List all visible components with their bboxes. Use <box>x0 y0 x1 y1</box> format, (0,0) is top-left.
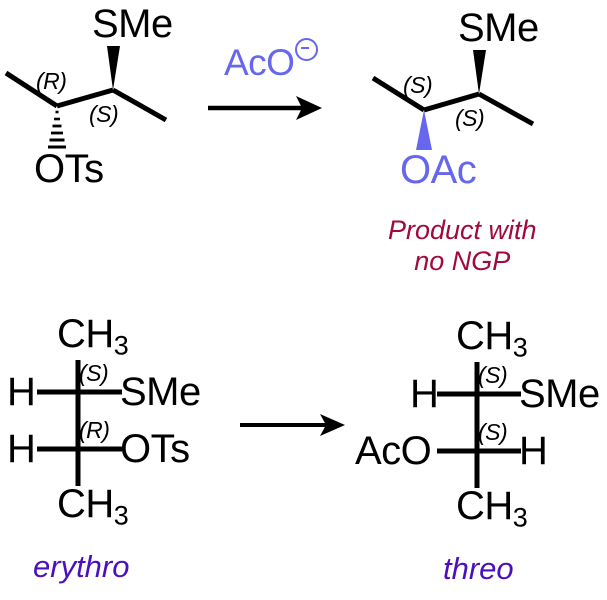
erythro-stereo-lower: (R) <box>79 417 110 443</box>
erythro-top-ch3: CH3 <box>57 312 129 361</box>
erythro-bottom-ch3: CH3 <box>57 482 129 531</box>
threo-top-ch3-sub: 3 <box>512 332 528 363</box>
reactant-ots-hash <box>48 110 66 149</box>
product-stereo-right: (S) <box>455 105 485 131</box>
threo-lower-left-aco: AcO <box>355 429 432 473</box>
product-sme-label: SMe <box>458 6 539 50</box>
threo-upper-left-h: H <box>410 372 439 416</box>
erythro-upper-right-sme: SMe <box>120 370 201 414</box>
no-ngp-note-line1: Product with <box>388 215 537 245</box>
erythro-lower-left-h: H <box>7 427 36 471</box>
erythro-bottom-ch3-sub: 3 <box>113 500 129 531</box>
threo-top-ch3: CH3 <box>456 314 528 363</box>
minus-charge-icon <box>295 38 319 61</box>
threo-upper-right-sme: SMe <box>519 372 600 416</box>
product-stereo-left: (S) <box>403 72 433 98</box>
bottom-reaction-arrow <box>240 414 345 436</box>
erythro-upper-left-h: H <box>7 370 36 414</box>
erythro-bottom-ch3-text: CH <box>57 482 114 526</box>
threo-top-ch3-text: CH <box>456 314 513 358</box>
threo-caption: threo <box>443 551 514 586</box>
reactant-sme-label: SMe <box>92 2 173 46</box>
threo-bottom-ch3-sub: 3 <box>512 502 528 533</box>
reactant-bonds <box>4 70 168 123</box>
product-bonds <box>371 75 535 127</box>
no-ngp-note-line2: no NGP <box>414 246 511 277</box>
reagent-text: AcO <box>224 42 295 83</box>
erythro-caption: erythro <box>33 549 130 584</box>
threo-lower-right-h: H <box>519 429 548 473</box>
erythro-lower-right-ots: OTs <box>120 427 190 471</box>
top-reaction-arrow <box>208 96 322 120</box>
reagent-label: AcO <box>224 38 319 83</box>
threo-bottom-ch3-text: CH <box>456 484 513 528</box>
reactant-stereo-right: (S) <box>89 101 119 127</box>
no-ngp-note: Product with no NGP <box>388 215 537 278</box>
erythro-top-ch3-text: CH <box>57 312 114 356</box>
reactant-stereo-left: (R) <box>36 68 67 94</box>
threo-stereo-upper: (S) <box>478 362 508 388</box>
reactant-sme-wedge <box>107 46 120 90</box>
product-oac-label: OAc <box>400 148 477 192</box>
product-oac-wedge <box>416 110 432 150</box>
threo-stereo-lower: (S) <box>478 419 508 445</box>
reactant-ots-label: OTs <box>34 147 104 191</box>
product-sme-wedge <box>473 50 486 94</box>
threo-bottom-ch3: CH3 <box>456 484 528 533</box>
erythro-top-ch3-sub: 3 <box>113 330 129 361</box>
erythro-stereo-upper: (S) <box>79 360 109 386</box>
